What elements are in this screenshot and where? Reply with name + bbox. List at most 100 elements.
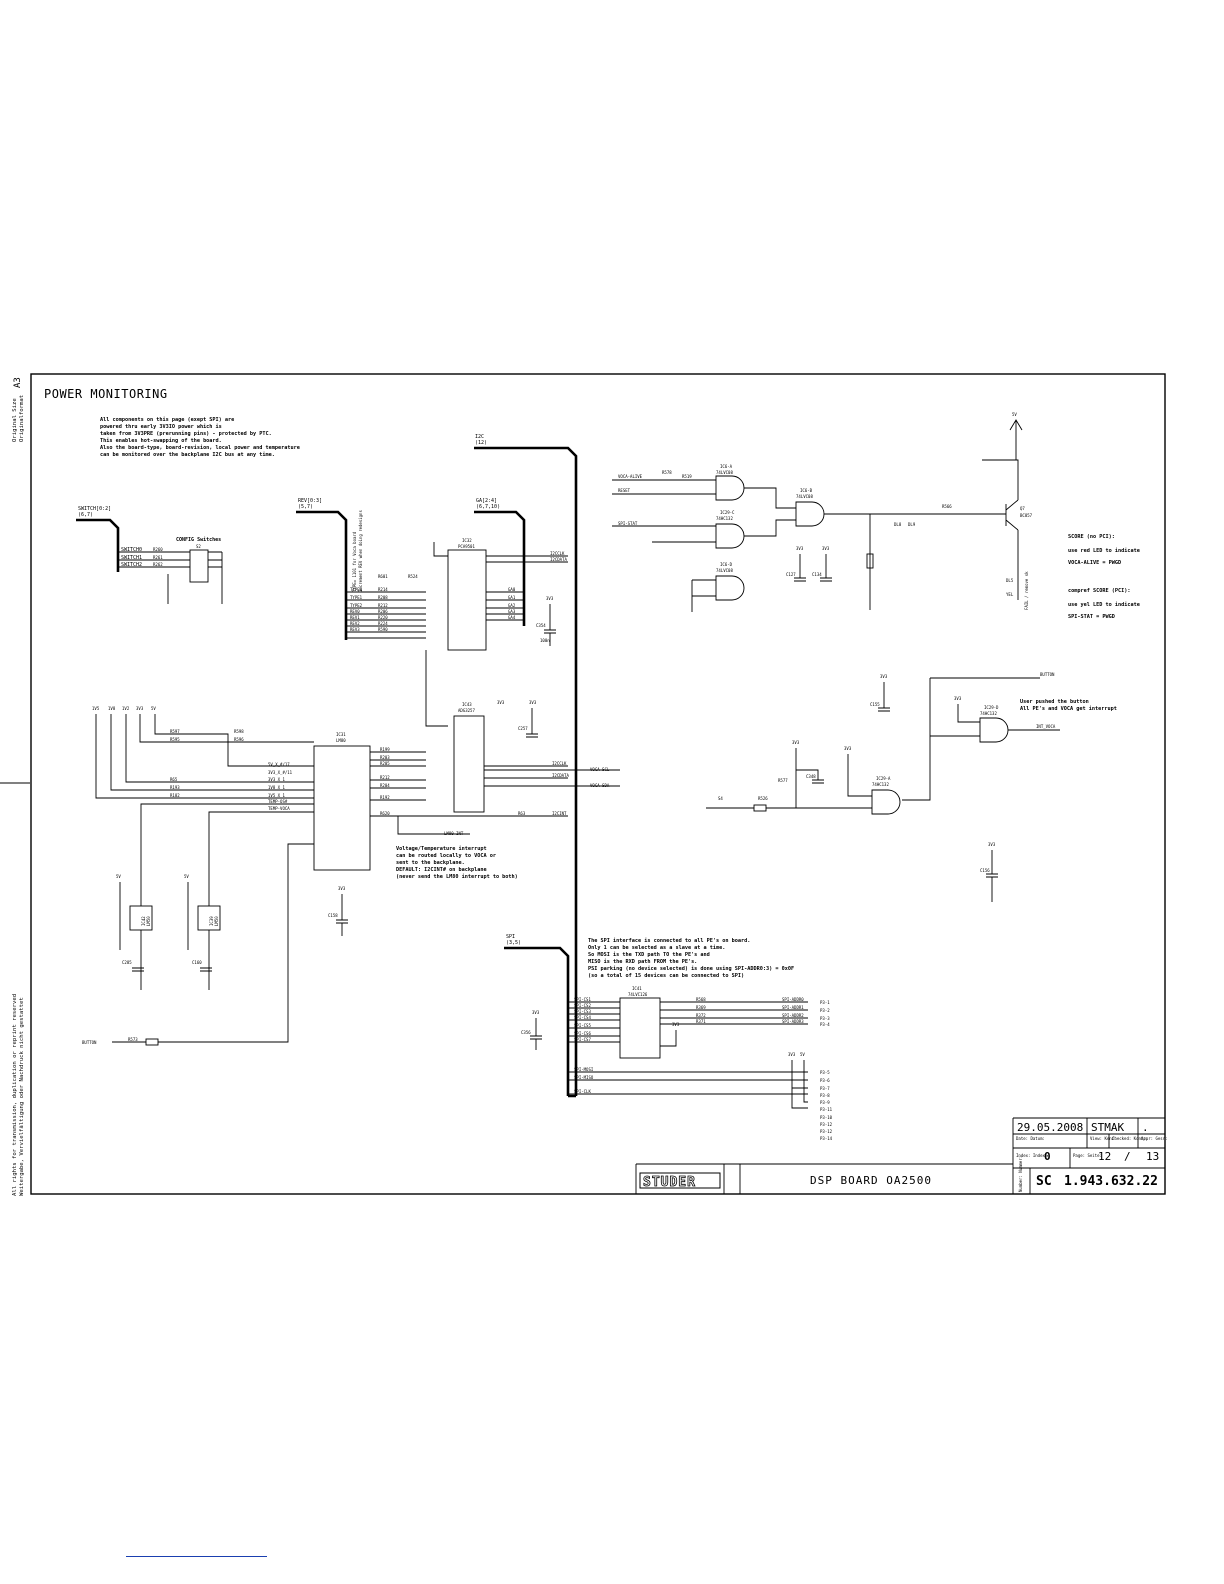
svg-text:R261: R261	[153, 555, 163, 560]
svg-text:100n: 100n	[540, 638, 550, 643]
svg-text:IC29-A: IC29-A	[876, 776, 891, 781]
svg-text:I2CCLK: I2CCLK	[552, 761, 567, 766]
svg-text:Also the board-type, board-rev: Also the board-type, board-revision, loc…	[100, 445, 300, 451]
svg-text:use red LED to indicate: use red LED to indicate	[1068, 548, 1140, 554]
svg-text:INT_VOCA: INT_VOCA	[1036, 724, 1056, 729]
svg-text:IC6-A: IC6-A	[720, 464, 733, 469]
svg-text:GA0: GA0	[508, 587, 516, 592]
svg-text:3V3: 3V3	[880, 674, 888, 679]
svg-text:3V3: 3V3	[792, 740, 800, 745]
i2c-bus: I2C (12)	[474, 434, 578, 1098]
svg-text:Number: Nummer:: Number: Nummer:	[1018, 1156, 1023, 1192]
svg-text:R260: R260	[153, 547, 163, 552]
svg-text:R372: R372	[696, 1013, 706, 1018]
svg-text:can be monitored over the back: can be monitored over the backplane I2C …	[100, 452, 275, 458]
svg-text:IC43: IC43	[462, 702, 472, 707]
svg-text:I2CDATA: I2CDATA	[550, 557, 567, 562]
svg-text:LM50: LM50	[214, 916, 219, 926]
ic41-74lvc126: IC41 74LVC126 SPI-CS1 SPI-CS2 SPI-CS3 SP…	[568, 986, 830, 1059]
svg-text:C348: C348	[806, 774, 816, 779]
svg-text:Date: Datum:: Date: Datum:	[1016, 1136, 1045, 1141]
svg-text:R620: R620	[380, 811, 390, 816]
svg-text:I2CCLK: I2CCLK	[550, 551, 565, 556]
svg-text:BUTTON: BUTTON	[1040, 672, 1055, 677]
svg-text:S2: S2	[196, 544, 201, 549]
svg-text:SWITCH0: SWITCH0	[121, 547, 142, 553]
svg-text:P3-10: P3-10	[820, 1115, 833, 1120]
svg-text:C354: C354	[536, 623, 546, 628]
svg-text:I2C: I2C	[475, 434, 484, 440]
svg-text:P3-7: P3-7	[820, 1086, 830, 1091]
svg-text:YEL: YEL	[1006, 592, 1014, 597]
doc-number: 1.943.632.22	[1064, 1174, 1158, 1189]
svg-text:5V: 5V	[151, 706, 156, 711]
rights-notice: All rights for transmission, duplication…	[12, 994, 18, 1196]
intro-note: All components on this page (exept SPI) …	[100, 417, 300, 458]
svg-text:R262: R262	[153, 562, 163, 567]
svg-text:SWITCH2: SWITCH2	[121, 562, 142, 568]
svg-text:3V3: 3V3	[532, 1010, 540, 1015]
svg-text:/: /	[1124, 1150, 1131, 1163]
svg-text:SPI-MOSI: SPI-MOSI	[574, 1067, 594, 1072]
svg-text:R524: R524	[408, 574, 418, 579]
svg-text:R590: R590	[378, 627, 388, 632]
svg-text:BC857: BC857	[1020, 513, 1033, 518]
svg-text:IC29-D: IC29-D	[984, 705, 999, 710]
svg-text:View: Kenz:: View: Kenz:	[1090, 1136, 1117, 1141]
svg-text:SWITCH1: SWITCH1	[121, 555, 142, 561]
svg-text:5V: 5V	[184, 874, 189, 879]
svg-text:C127: C127	[786, 572, 796, 577]
svg-text:STUDER: STUDER	[643, 1175, 696, 1190]
footer-link-underline[interactable]	[126, 1556, 267, 1557]
led-logic: VOCA-ALIVE RESET SPI-STAT R578 R519 IC6-…	[612, 412, 1033, 612]
svg-text:S4: S4	[718, 796, 723, 801]
svg-text:Only 1 can be selected as a sl: Only 1 can be selected as a slave at a t…	[588, 945, 725, 951]
svg-text:LM50: LM50	[146, 916, 151, 926]
svg-text:R566: R566	[942, 504, 952, 509]
svg-text:VOCA-SCL: VOCA-SCL	[590, 767, 610, 772]
svg-text:P3-1: P3-1	[820, 1000, 830, 1005]
svg-text:powered thru early 3V3IO power: powered thru early 3V3IO power which is	[100, 424, 222, 430]
svg-text:R63: R63	[518, 811, 526, 816]
svg-text:REV2: REV2	[350, 621, 360, 626]
svg-text:R65: R65	[170, 777, 178, 782]
svg-text:DEFAULT: I2CINT# on backplane: DEFAULT: I2CINT# on backplane	[396, 867, 487, 873]
svg-text:PCA9501: PCA9501	[458, 544, 475, 549]
svg-text:Checked: Kontr:: Checked: Kontr:	[1112, 1136, 1148, 1141]
svg-text:PSI parking (no device selecte: PSI parking (no device selected) is done…	[588, 966, 794, 972]
svg-text:CONFIG Switches: CONFIG Switches	[176, 537, 221, 543]
svg-text:3V3: 3V3	[546, 596, 554, 601]
svg-text:R205: R205	[380, 761, 390, 766]
svg-text:TEMP-VOCA: TEMP-VOCA	[268, 806, 290, 811]
capacitor-c158: 3V3 C158	[328, 886, 348, 936]
svg-text:LM80-INT: LM80-INT	[444, 831, 464, 836]
svg-text:SPI-CS5: SPI-CS5	[574, 1023, 591, 1028]
svg-text:SPI-CS4: SPI-CS4	[574, 1015, 591, 1020]
svg-text:5V: 5V	[800, 1052, 805, 1057]
svg-text:R208: R208	[378, 595, 388, 600]
svg-text:sent to the backplane.: sent to the backplane.	[396, 860, 465, 866]
svg-text:R573: R573	[128, 1037, 138, 1042]
svg-text:Increment REV when doing redes: Increment REV when doing redesigns	[358, 510, 363, 592]
svg-text:(12): (12)	[475, 440, 487, 446]
svg-text:3V3_X_#/11: 3V3_X_#/11	[268, 770, 293, 775]
svg-text:C158: C158	[328, 913, 338, 918]
svg-text:SPI-CS3: SPI-CS3	[574, 1009, 591, 1014]
svg-text:5V: 5V	[116, 874, 121, 879]
temp-sensors: 5V 5V IC42 LM50 IC39 LM50 C285 C160	[116, 803, 314, 990]
svg-text:All PE's and VOCA get interrup: All PE's and VOCA get interrupt	[1020, 706, 1117, 712]
svg-text:74LVC08: 74LVC08	[716, 470, 733, 475]
svg-text:3V3_X_1: 3V3_X_1	[268, 777, 285, 782]
svg-text:GA4: GA4	[508, 615, 516, 620]
svg-text:R598: R598	[234, 729, 244, 734]
svg-text:(6,7): (6,7)	[78, 512, 93, 518]
svg-text:74HC132: 74HC132	[872, 782, 889, 787]
svg-text:P3-12: P3-12	[820, 1122, 833, 1127]
svg-text:74HC132: 74HC132	[716, 516, 733, 521]
svg-text:P3-9: P3-9	[820, 1100, 830, 1105]
svg-text:(so a total of 15 devices can: (so a total of 15 devices can be connect…	[588, 973, 744, 979]
svg-text:So MOSI is the TXD path TO the: So MOSI is the TXD path TO the PE's and	[588, 952, 710, 958]
svg-text:R192: R192	[380, 795, 390, 800]
svg-text:R371: R371	[696, 1019, 706, 1024]
svg-text:TEMP-OS#: TEMP-OS#	[268, 799, 288, 804]
